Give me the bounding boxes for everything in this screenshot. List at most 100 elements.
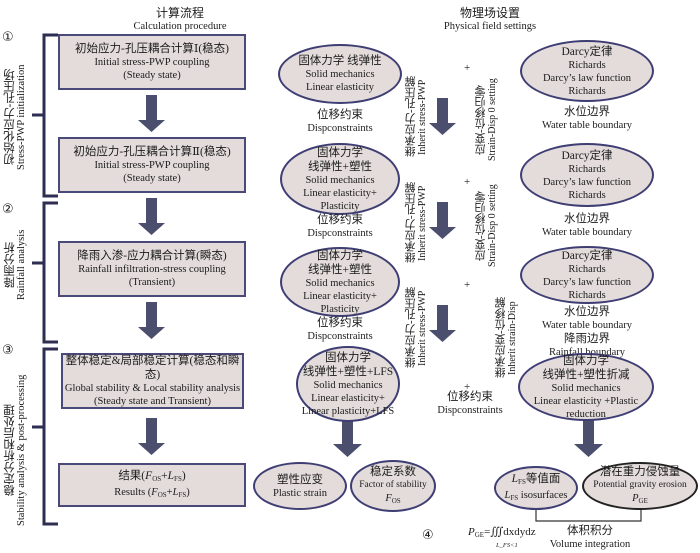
down-arrow-icon <box>138 198 165 235</box>
solid-mechanics-ellipse-2[interactable]: 固体力学 线弹性+塑性 Solid mechanics Linear elast… <box>280 143 400 215</box>
disp-constraint-cn: 位移约束 <box>447 391 493 403</box>
solid-mechanics-ellipse-4[interactable]: 固体力学 线弹性+塑性+LFS Solid mechanics Linear e… <box>296 346 400 422</box>
pge-sub: GE <box>638 496 648 505</box>
water-table-en: Water table boundary <box>541 227 633 238</box>
inherit-pwp-label-3: 继承应力-孔压解 Inherit stress-PWP <box>405 283 428 373</box>
ellipse-line: Darcy’s law function <box>542 276 632 288</box>
ellipse-line: Richards <box>568 85 606 97</box>
boundary-labels: 水位边界 Water table boundary 降雨边界 Rainfall … <box>517 305 657 359</box>
ellipse-line: Darcy定律 <box>561 249 613 262</box>
darcy-ellipse-2[interactable]: Darcy定律 Richards Darcy’s law function Ri… <box>520 143 654 207</box>
solid-mechanics-ellipse-3[interactable]: 固体力学 线弹性+塑性 Solid mechanics Linear elast… <box>280 247 400 317</box>
fos-en: Factor of stability <box>359 479 427 490</box>
plastic-reduction-ellipse[interactable]: 固体力学 线弹性+塑性折减 Solid mechanics Linear ela… <box>518 353 654 421</box>
ellipse-line: Richards <box>568 263 606 275</box>
inherit-pwp-cn: 继承应力-孔压解 <box>405 182 417 264</box>
plastic-strain-ellipse[interactable]: 塑性应变 Plastic strain <box>253 462 347 510</box>
rainfall-boundary-en: Rainfall boundary <box>517 346 657 359</box>
lfs-en-line: LFS isosurfaces <box>505 489 568 505</box>
strain-zero-en: Strain-Disp 0 setting <box>487 78 498 162</box>
factor-of-stability-ellipse[interactable]: 稳定系数 Factor of stability FOS <box>350 460 436 512</box>
ellipse-line: Darcy’s law function <box>542 176 632 188</box>
down-arrow-icon <box>429 305 456 342</box>
darcy-ellipse-1[interactable]: Darcy定律 Richards Darcy’s law function Ri… <box>520 40 654 102</box>
disp-constraint-3: 位移约束 Dispconstraints <box>290 316 390 343</box>
down-arrow-icon <box>574 420 603 457</box>
calc-box-stability[interactable]: 整体稳定&局部稳定计算(稳态和瞬态) Global stability & Lo… <box>61 353 244 409</box>
darcy-ellipse-3[interactable]: Darcy定律 Richards Darcy’s law function Ri… <box>520 246 654 304</box>
ellipse-line: Linear plasticity+LFS <box>301 405 395 417</box>
potential-gravity-erosion-ellipse[interactable]: 潜在重力侵蚀量 Potential gravity erosion PGE <box>582 462 698 510</box>
ellipse-line: 固体力学 <box>325 351 371 364</box>
lfs-sym: L <box>504 489 511 501</box>
lfs-sub: FS <box>510 493 519 502</box>
pge-en: Potential gravity erosion <box>593 479 687 490</box>
ellipse-line: 固体力学 <box>563 354 609 367</box>
ellipse-line: Solid mechanics <box>313 379 383 391</box>
solid-mechanics-ellipse-1[interactable]: 固体力学 线弹性 Solid mechanics Linear elastici… <box>278 44 402 104</box>
down-arrow-icon <box>429 98 456 135</box>
disp-constraint-cn: 位移约束 <box>317 317 363 329</box>
plus-sign: + <box>464 381 471 393</box>
ellipse-line: Plasticity <box>320 200 360 212</box>
inherit-pwp-en: Inherit stress-PWP <box>417 290 428 366</box>
ellipse-line: Solid mechanics <box>551 382 621 394</box>
fos-sub: OS <box>391 496 401 505</box>
calc-box-en2: (Steady state and Transient) <box>94 396 211 407</box>
water-table-en: Water table boundary <box>541 120 633 131</box>
volume-integration-label: 体积积分 Volume integration <box>540 524 640 551</box>
disp-constraint-en: Dispconstraints <box>437 405 503 416</box>
fos-symbol: FOS <box>385 492 400 508</box>
water-table-cn: 水位边界 <box>564 106 610 118</box>
ellipse-line: Solid mechanics <box>305 69 375 80</box>
phys-header-cn: 物理场设置 <box>459 6 520 20</box>
strain-zero-label-2: 应变-位移归零 Strain-Disp 0 setting <box>475 176 498 276</box>
calc-box-initial-1[interactable]: 初始应力-孔压耦合计算Ⅰ(稳态) Initial stress-PWP coup… <box>58 34 246 90</box>
disp-constraint-en: Dispconstraints <box>307 123 373 134</box>
calc-header-en: Calculation procedure <box>133 21 227 32</box>
calc-box-en: Global stability & Local stability analy… <box>64 383 241 394</box>
inherit-pwp-cn: 继承应力-孔压解 <box>405 287 417 369</box>
disp-constraint-4: 位移约束 Dispconstraints <box>420 390 520 417</box>
phys-header: 物理场设置 Physical field settings <box>390 6 590 33</box>
plus-sign: + <box>464 62 471 74</box>
disp-constraint-1: 位移约束 Dispconstraints <box>290 108 390 135</box>
ellipse-line: Linear elasticity +Plastic <box>533 395 639 407</box>
calc-header-cn: 计算流程 <box>155 6 204 20</box>
ellipse-line: Darcy定律 <box>561 45 613 58</box>
inherit-pwp-en: Inherit stress-PWP <box>417 79 428 155</box>
calc-box-en2: (Steady state) <box>123 70 181 81</box>
ellipse-line: 固体力学 线弹性 <box>298 55 382 67</box>
calc-box-initial-2[interactable]: 初始应力-孔压耦合计算Ⅱ(稳态) Initial stress-PWP coup… <box>58 137 246 193</box>
inherit-pwp-en: Inherit stress-PWP <box>417 185 428 261</box>
strain-zero-en: Strain-Disp 0 setting <box>487 184 498 268</box>
lfs-sub: FS <box>518 477 526 486</box>
ellipse-line: 线弹性+塑性 <box>308 263 372 276</box>
lfs-isosurface-ellipse[interactable]: LFS等值面 LFS isosurfaces <box>494 466 578 510</box>
ellipse-line: Richards <box>568 163 606 175</box>
lfs-cn-line: LFS等值面 <box>512 472 561 489</box>
inherit-strain-label: 继承应变-位移解 Inherit strain-Disp <box>495 293 518 383</box>
strain-zero-label-1: 应变-位移归零 Strain-Disp 0 setting <box>475 70 498 170</box>
disp-constraint-en: Dispconstraints <box>307 331 373 342</box>
formula-lhs: P <box>468 526 475 538</box>
calc-box-rainfall[interactable]: 降雨入渗-应力耦合计算(瞬态) Rainfall infiltration-st… <box>58 241 246 297</box>
stage-1-bracket <box>32 33 58 198</box>
calc-header: 计算流程 Calculation procedure <box>80 6 280 33</box>
ellipse-line: Linear elasticity+ <box>303 290 377 302</box>
ellipse-line: Linear elasticity <box>306 82 374 93</box>
ellipse-line: Plasticity <box>320 303 360 315</box>
down-arrow-icon <box>138 418 165 455</box>
plus-sign: + <box>464 176 471 188</box>
down-arrow-icon <box>333 420 362 457</box>
lfs-en: isosurfaces <box>520 489 568 501</box>
calc-arrows <box>138 95 603 457</box>
calc-box-cn: 初始应力-孔压耦合计算Ⅱ(稳态) <box>73 146 231 158</box>
ellipse-line: Darcy定律 <box>561 149 613 162</box>
water-table-label-2: 水位边界 Water table boundary <box>527 212 647 239</box>
calc-box-results[interactable]: 结果(FOS+LFS) Results (FOS+LFS) <box>58 463 246 507</box>
water-table-cn: 水位边界 <box>564 306 610 318</box>
calc-box-en: Initial stress-PWP coupling <box>94 57 210 68</box>
inherit-strain-cn: 继承应变-位移解 <box>495 297 507 379</box>
